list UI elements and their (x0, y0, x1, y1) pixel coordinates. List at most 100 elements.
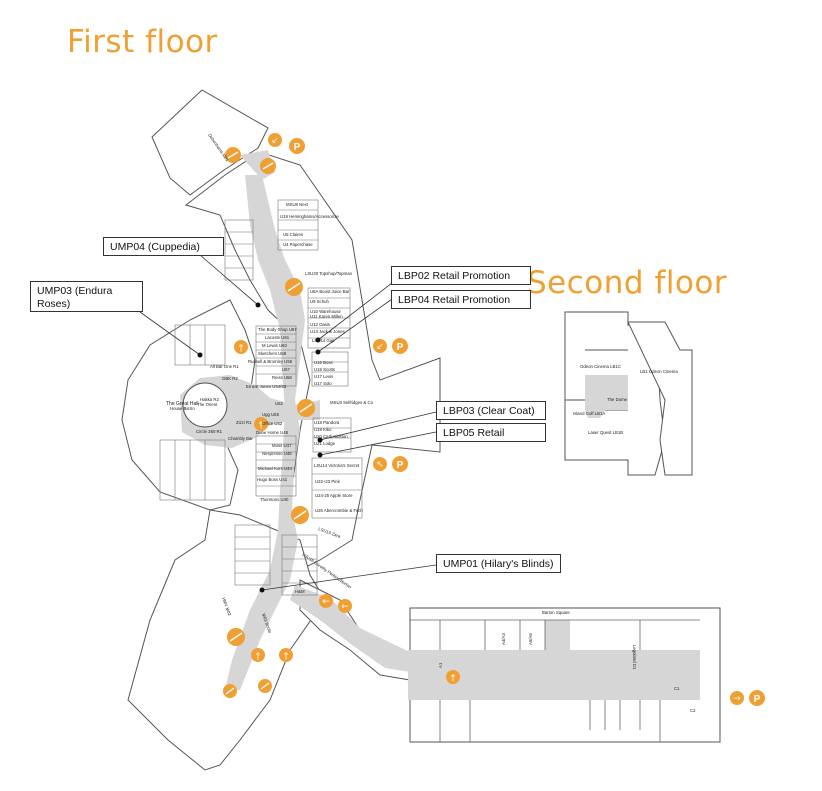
svg-text:↙: ↙ (376, 342, 384, 352)
svg-text:↖: ↖ (376, 460, 384, 470)
store-label: Ugg U55 (262, 412, 280, 417)
store-label: Michael Kors U44 (258, 466, 293, 471)
marker-ump04 (255, 302, 261, 308)
marker-ump01 (259, 587, 265, 593)
store-label: MSU3 Selfridges & Co (330, 400, 374, 405)
svg-text:P: P (754, 694, 761, 705)
store-label: Circle 360 R1 (196, 429, 223, 434)
svg-text:ϯ: ϯ (451, 673, 456, 682)
store-label: All Bar One R1 (210, 364, 239, 369)
store-label: M Lewis U60 (262, 343, 287, 348)
svg-text:P: P (397, 342, 404, 353)
store-label: U26 Abercrombie & Fitch (315, 508, 363, 513)
callout-ump04: UMP04 (Cuppedia) (103, 237, 224, 256)
svg-text:P: P (397, 460, 404, 471)
store-label: U21 Lodge (314, 441, 336, 446)
store-label: HMV M02 (221, 597, 232, 617)
toilets-glyph: ϯ ϯ ϯ ϯ ϯ (239, 343, 456, 682)
store-label: Laser Quest LB1B (588, 430, 623, 435)
callout-lbp04: LBP04 Retail Promotion (391, 290, 531, 309)
store-label: Island Golf LB1A (573, 411, 605, 416)
callout-ump01: UMP01 (Hilary's Blinds) (436, 554, 561, 573)
store-label: Russell & Bromley U56 (248, 359, 293, 364)
store-label: U22+23 Pink (315, 479, 341, 484)
store-label: Zizzi R1 (236, 420, 252, 425)
parking-icon[interactable]: P (289, 138, 305, 154)
store-label: U11 Karen Millen (310, 314, 343, 319)
store-label: The Dome (607, 397, 628, 402)
store-label: The Body Shop U67 (258, 327, 297, 332)
store-label: U16 Boss (314, 360, 333, 365)
callout-lbp05: LBP05 Retail (436, 423, 546, 442)
callout-lbp03: LBP03 (Clear Coat) (436, 401, 546, 420)
store-label: U15 Scotts (314, 367, 335, 372)
arrow-icon (268, 133, 744, 705)
svg-text:P: P (294, 142, 301, 153)
callout-lbp02: LBP02 Retail Promotion (391, 266, 531, 285)
svg-text:ϯ: ϯ (259, 420, 264, 429)
store-label: U17 Levis (314, 374, 333, 379)
store-label: U19 Heminghams/Accessorize (280, 214, 339, 219)
store-label: GBK R2 (222, 376, 238, 381)
store-label: Ernest Jones U54/53 (246, 384, 287, 389)
store-label: Hugo Boss U41 (257, 477, 288, 482)
store-label: Thorntons U40 (260, 497, 289, 502)
store-label: Reiss U58 (272, 375, 292, 380)
marker-ump03 (197, 352, 203, 358)
second-floor-outline (564, 311, 693, 476)
store-unit-grid (159, 199, 363, 596)
store-label: U17 Solo (314, 381, 332, 386)
arrow-glyph: ↙ ↙ ↖ → ← ← (271, 136, 741, 704)
parking-icon[interactable]: P (392, 456, 408, 472)
store-label: Barton Square (542, 610, 570, 615)
store-label: C2 (690, 708, 696, 713)
callout-ump03: UMP03 (Endura Roses) (30, 281, 143, 312)
store-label: Hakka R2 (200, 397, 219, 402)
marker-lbp05 (317, 452, 323, 458)
marker-lbp02 (315, 337, 321, 343)
store-label: U12 Oasis (310, 322, 330, 327)
svg-text:ϯ: ϯ (284, 651, 289, 660)
store-label: U20 Cath Kidston (314, 434, 348, 439)
store-label: C1 (674, 686, 680, 691)
store-label: U4 Paperchase (283, 242, 313, 247)
svg-text:←: ← (341, 602, 349, 612)
parking-icon[interactable]: P (392, 338, 408, 354)
callout-markers (197, 302, 323, 593)
store-label: Moss U47 (272, 443, 292, 448)
store-label: The Great Hall (166, 401, 199, 407)
callout-leader-lines (139, 254, 437, 591)
store-label: LSU20 Topshop/Topman (305, 271, 353, 276)
store-label: Legoland D1 (632, 645, 637, 670)
store-label: MSU8 Next (286, 202, 309, 207)
store-label: U57 (282, 367, 290, 372)
store-label: Sketchers U58 (258, 351, 287, 356)
store-label: Odeon Cinema LB1C (580, 364, 621, 369)
store-label: U8A Boost Juice Bar (310, 289, 350, 294)
the-orient-rotunda (182, 382, 228, 428)
store-label: U19 Kiko (314, 427, 332, 432)
svg-text:↙: ↙ (271, 136, 279, 146)
store-label: LSU14 Victoria's Secret (314, 463, 360, 468)
store-label: Chambly Bar (228, 436, 253, 441)
second-floor-corridor (585, 375, 628, 418)
store-label: U9 Schuh (310, 299, 329, 304)
svg-text:ϯ: ϯ (256, 651, 261, 660)
store-label: Office U52 (262, 421, 283, 426)
store-label: M03 Boots (261, 613, 273, 634)
store-label: U18 Pandora (314, 420, 340, 425)
marker-lbp03 (317, 437, 323, 443)
first-floor-title: First floor (67, 24, 218, 60)
store-label: A5/A6 (528, 633, 533, 645)
escalator-glyph (225, 151, 313, 695)
store-label: A1 (438, 662, 443, 668)
svg-text:←: ← (322, 597, 330, 607)
store-label: U62 (275, 401, 283, 406)
parking-icon[interactable]: P (749, 690, 765, 706)
svg-text:ϯ: ϯ (239, 343, 244, 352)
store-label: Dune Home U48 (256, 430, 289, 435)
marker-lbp04 (315, 349, 321, 355)
toilets-icon (234, 340, 460, 684)
svg-text:→: → (733, 694, 741, 704)
